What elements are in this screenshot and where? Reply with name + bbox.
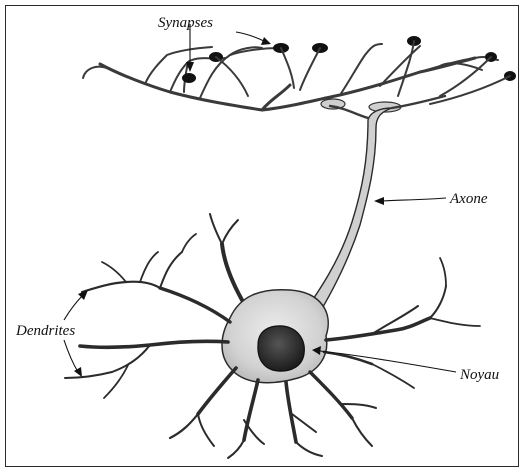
axon <box>300 108 392 322</box>
synapses-label: Synapses <box>158 15 213 31</box>
dendrites-label: Dendrites <box>15 323 75 339</box>
axon-terminals <box>83 44 498 110</box>
noyau-label: Noyau <box>459 367 499 383</box>
nucleus <box>258 326 304 371</box>
synapse-knob <box>182 73 196 83</box>
axone-label: Axone <box>449 191 488 207</box>
